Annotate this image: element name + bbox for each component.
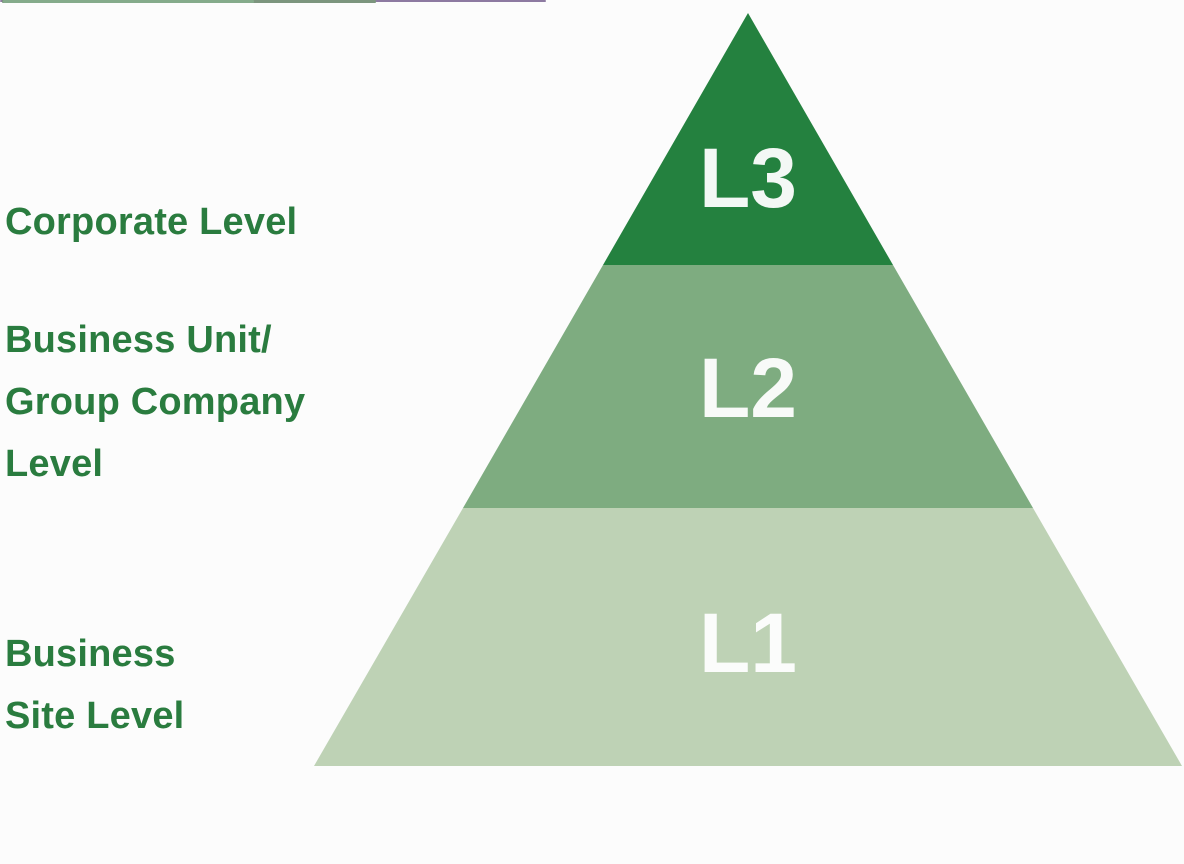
side-label-business-site: Business Site Level — [5, 623, 184, 747]
side-label-business-unit-line1: Business Unit/ — [5, 319, 272, 361]
pyramid-level-l2-shape — [463, 265, 1033, 508]
side-label-business-unit-line3: Level — [5, 443, 104, 485]
pyramid-level-l1-shape — [314, 508, 1182, 766]
side-label-business-site-underline — [3, 0, 254, 3]
pyramid-level-l3-label: L3 — [699, 131, 797, 225]
side-label-business-unit-line2: Group Company — [5, 381, 306, 423]
pyramid-level-l2-label: L2 — [699, 341, 797, 435]
side-label-business-site-line2: Site Level — [5, 695, 185, 737]
pyramid-level-l3-shape — [603, 13, 893, 265]
pyramid-level-l1-label: L1 — [699, 596, 797, 690]
side-label-business-unit: Business Unit/ Group Company Level — [5, 309, 305, 495]
side-label-business-site-line1: Business — [5, 633, 176, 675]
side-label-corporate-line: Corporate Level — [5, 201, 298, 243]
side-label-corporate: Corporate Level — [5, 191, 297, 253]
